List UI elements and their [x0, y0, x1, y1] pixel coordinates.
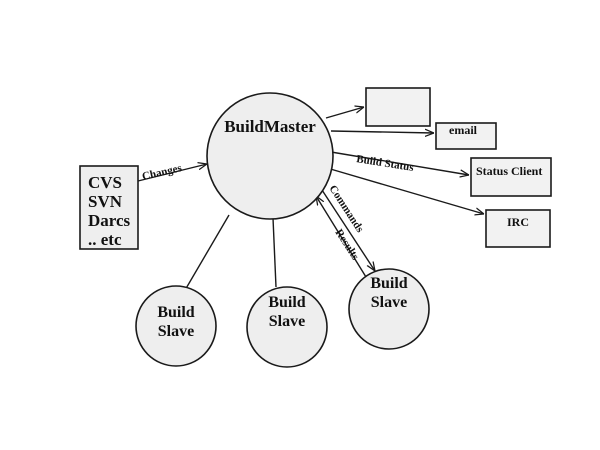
status-client-label: Status Client — [476, 164, 542, 178]
build-slave-2-line1: Build — [268, 294, 305, 311]
build-slave-1-line2: Slave — [158, 323, 194, 340]
edge-master-to-blank — [325, 107, 364, 119]
vcs-line-etc: .. etc — [88, 230, 122, 249]
edge-build-status — [330, 151, 469, 175]
output-box-irc: IRC — [485, 209, 551, 248]
edges — [137, 107, 484, 298]
build-slave-3-line1: Build — [370, 275, 407, 292]
output-box-email: email — [435, 122, 497, 150]
vcs-line-svn: SVN — [88, 192, 123, 211]
vcs-line-cvs: CVS — [88, 173, 122, 192]
build-slave-2-line2: Slave — [269, 313, 305, 330]
output-box-status-client: Status Client — [470, 157, 552, 197]
edge-results — [316, 196, 367, 278]
edge-master-to-slave-2 — [272, 217, 277, 288]
build-slave-1-line1: Build — [157, 304, 194, 321]
edge-master-to-email — [330, 131, 434, 133]
buildmaster-label: BuildMaster — [224, 117, 316, 136]
edge-changes — [137, 164, 207, 182]
output-box-blank — [365, 87, 431, 127]
irc-label: IRC — [507, 215, 529, 229]
vcs-line-darcs: Darcs — [88, 211, 131, 230]
edge-master-to-irc — [326, 167, 484, 214]
build-slave-2: Build Slave — [246, 286, 328, 368]
edge-label-changes: Changes — [141, 162, 184, 183]
vcs-box: CVS SVN Darcs .. etc — [79, 165, 139, 250]
edge-label-build-status: Build Status — [356, 153, 416, 174]
edge-commands — [321, 189, 375, 271]
build-slave-3: Build Slave — [348, 268, 430, 350]
email-label: email — [449, 123, 478, 137]
edge-master-to-slave-1 — [180, 214, 230, 298]
buildmaster-node: BuildMaster — [206, 92, 334, 220]
build-slave-3-line2: Slave — [371, 294, 407, 311]
build-slave-1: Build Slave — [135, 285, 217, 367]
